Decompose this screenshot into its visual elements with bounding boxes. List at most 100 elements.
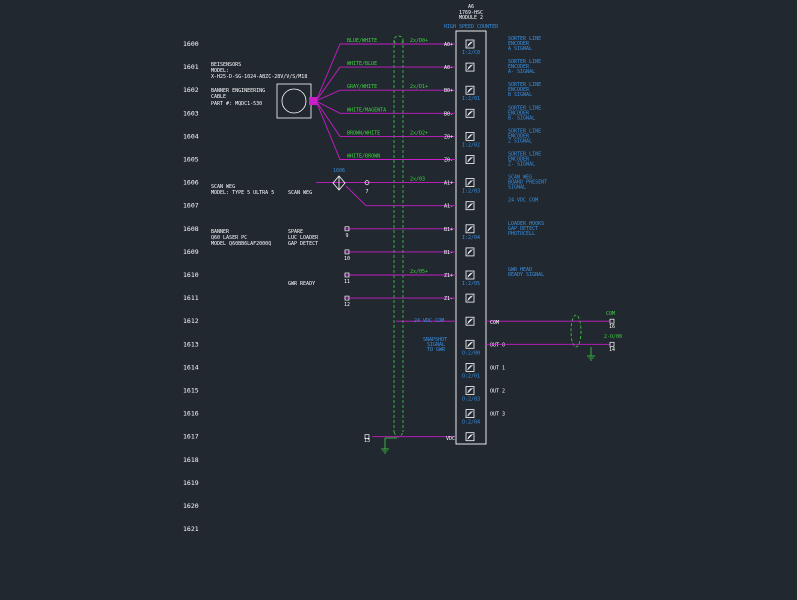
terminal-pin: [465, 178, 475, 188]
rung-number: 1603: [183, 109, 199, 117]
signal-description: READY SIGNAL: [508, 272, 544, 278]
pin-address: I:2/C0: [462, 50, 480, 56]
rung-number: 1610: [183, 271, 199, 279]
cable-line-2: CABLE: [211, 94, 226, 100]
pin-label: A0+: [444, 42, 453, 48]
pin-label: Z0+: [444, 134, 453, 140]
scan-line-2: MODEL: TYPE 5 ULTRA 5: [211, 190, 274, 196]
scan-line-1: SCAN WEG: [211, 184, 235, 190]
module-subtitle: HIGH SPEED COUNTER: [444, 24, 499, 30]
signal-description: GAP DETECT: [508, 226, 538, 232]
encoder-wire: [315, 100, 456, 137]
terminal-pin: [465, 85, 475, 95]
signal-description: BOARD PRESENT: [508, 180, 547, 186]
signal-description: ENCODER: [508, 110, 530, 116]
signal-description: ENCODER: [508, 133, 530, 139]
gwr-ready-label: GWR READY: [288, 281, 315, 287]
terminal-pin: [465, 270, 475, 280]
rung-number: 1614: [183, 363, 199, 371]
rung-number: 1618: [183, 456, 199, 464]
pin-label: A1+: [444, 181, 453, 187]
rung-number: 1612: [183, 317, 199, 325]
com-terminal-block: [609, 318, 615, 324]
com-right-tag: COM: [606, 311, 615, 317]
rung-number: 1602: [183, 86, 199, 94]
terminal-pin: [465, 155, 475, 164]
encoder-connector: [309, 97, 317, 105]
rung-number: 1616: [183, 410, 199, 418]
com-pin: [465, 316, 475, 326]
signal-description: SORTER LINE: [508, 128, 541, 134]
encoder-line-2: MODEL:: [211, 68, 229, 74]
encoder-device: BEISENSORS MODEL: X-H25-D-SG-1024-ABZC-2…: [211, 62, 317, 119]
terminal-pin: [465, 247, 475, 257]
signal-description: A- SIGNAL: [508, 69, 535, 75]
module-box: [455, 30, 487, 445]
module-slot: A6: [468, 4, 474, 10]
signal-description: GWR HEAD: [508, 267, 532, 273]
ground-symbol-right: [587, 347, 595, 361]
output-address: O:2/01: [462, 373, 480, 379]
laser-device: BANNER Q60 LASER PC MODEL Q60BB6LAF2000Q…: [211, 229, 319, 287]
pin-layer: [465, 39, 475, 442]
rung-number: 1604: [183, 132, 199, 140]
encoder-wire: [315, 89, 456, 102]
rung-number: 1620: [183, 502, 199, 510]
terminal-block: [344, 272, 350, 278]
output-section: 24 VDC COM COM COM 16 SNAPSHOT SIGNAL TO…: [364, 311, 622, 444]
signal-description: Z- SIGNAL: [508, 162, 535, 168]
signal-description: 24 VDC COM: [508, 198, 538, 204]
pin-label: B1+: [444, 227, 453, 233]
rung-numbers: 1600160116021603160416051606160716081609…: [183, 40, 199, 533]
scan-ref: 1606: [333, 168, 345, 174]
pin-label: Z0-: [444, 158, 453, 164]
signal-description: B SIGNAL: [508, 92, 532, 98]
rung-number: 1606: [183, 179, 199, 187]
snapshot-line-3: TO GWR: [427, 347, 446, 353]
cable-line-1: BANNER ENGINEERING: [211, 88, 265, 94]
wire-color-label: WHITE/BLUE: [347, 61, 377, 67]
terminal-pin: [465, 62, 475, 72]
signal-description: SORTER LINE: [508, 105, 541, 111]
terminal-number: 9: [345, 233, 348, 239]
terminal-number: 11: [344, 279, 350, 285]
output-pin: [465, 409, 475, 419]
terminal-pin: [465, 224, 475, 234]
encoder-wire: [315, 100, 456, 160]
terminal-block: [344, 226, 350, 232]
laser-line-1: BANNER: [211, 229, 230, 235]
com-left-label: 24 VDC COM: [414, 318, 444, 324]
signal-description: ENCODER: [508, 87, 530, 93]
laser-line-3: MODEL Q60BB6LAF2000Q: [211, 241, 271, 247]
rung-number: 1607: [183, 202, 199, 210]
diode-symbol: [332, 175, 346, 191]
wire-color-label: BROWN/WHITE: [347, 130, 380, 136]
com-pin-label: COM: [490, 320, 499, 326]
rung-number: 1600: [183, 40, 199, 48]
signal-description: ENCODER: [508, 41, 530, 47]
out0-terminal: 14: [609, 347, 615, 353]
pin-label: B1-: [444, 250, 453, 256]
rung-number: 1621: [183, 525, 199, 533]
output-label: OUT 1: [490, 365, 505, 371]
wire-color-label: BLUE/WHITE: [347, 38, 377, 44]
vdc-terminal-block: [364, 434, 370, 440]
module-header: A6 1769-HSC MODULE 2 HIGH SPEED COUNTER: [444, 4, 499, 30]
scan-terminal: 7: [365, 189, 368, 195]
scan-label: SCAN WEG: [288, 190, 312, 196]
output-address: O:2/03: [462, 397, 480, 403]
rung-number: 1611: [183, 294, 199, 302]
pin-label: B0+: [444, 88, 453, 94]
module-name: MODULE 2: [459, 15, 483, 21]
signal-description: SIGNAL: [508, 185, 526, 191]
signal-description: ENCODER: [508, 157, 530, 163]
wire-color-label: WHITE/BROWN: [347, 154, 380, 160]
out0-terminal-block: [609, 341, 615, 347]
laser-device-line-2: LUC LOADER: [288, 235, 319, 241]
terminal-block: [344, 249, 350, 255]
terminal-dot: [364, 180, 370, 185]
laser-device-line-3: GAP DETECT: [288, 241, 318, 247]
output-label: OUT 2: [490, 389, 505, 395]
wire-color-label: WHITE/MAGENTA: [347, 107, 386, 113]
